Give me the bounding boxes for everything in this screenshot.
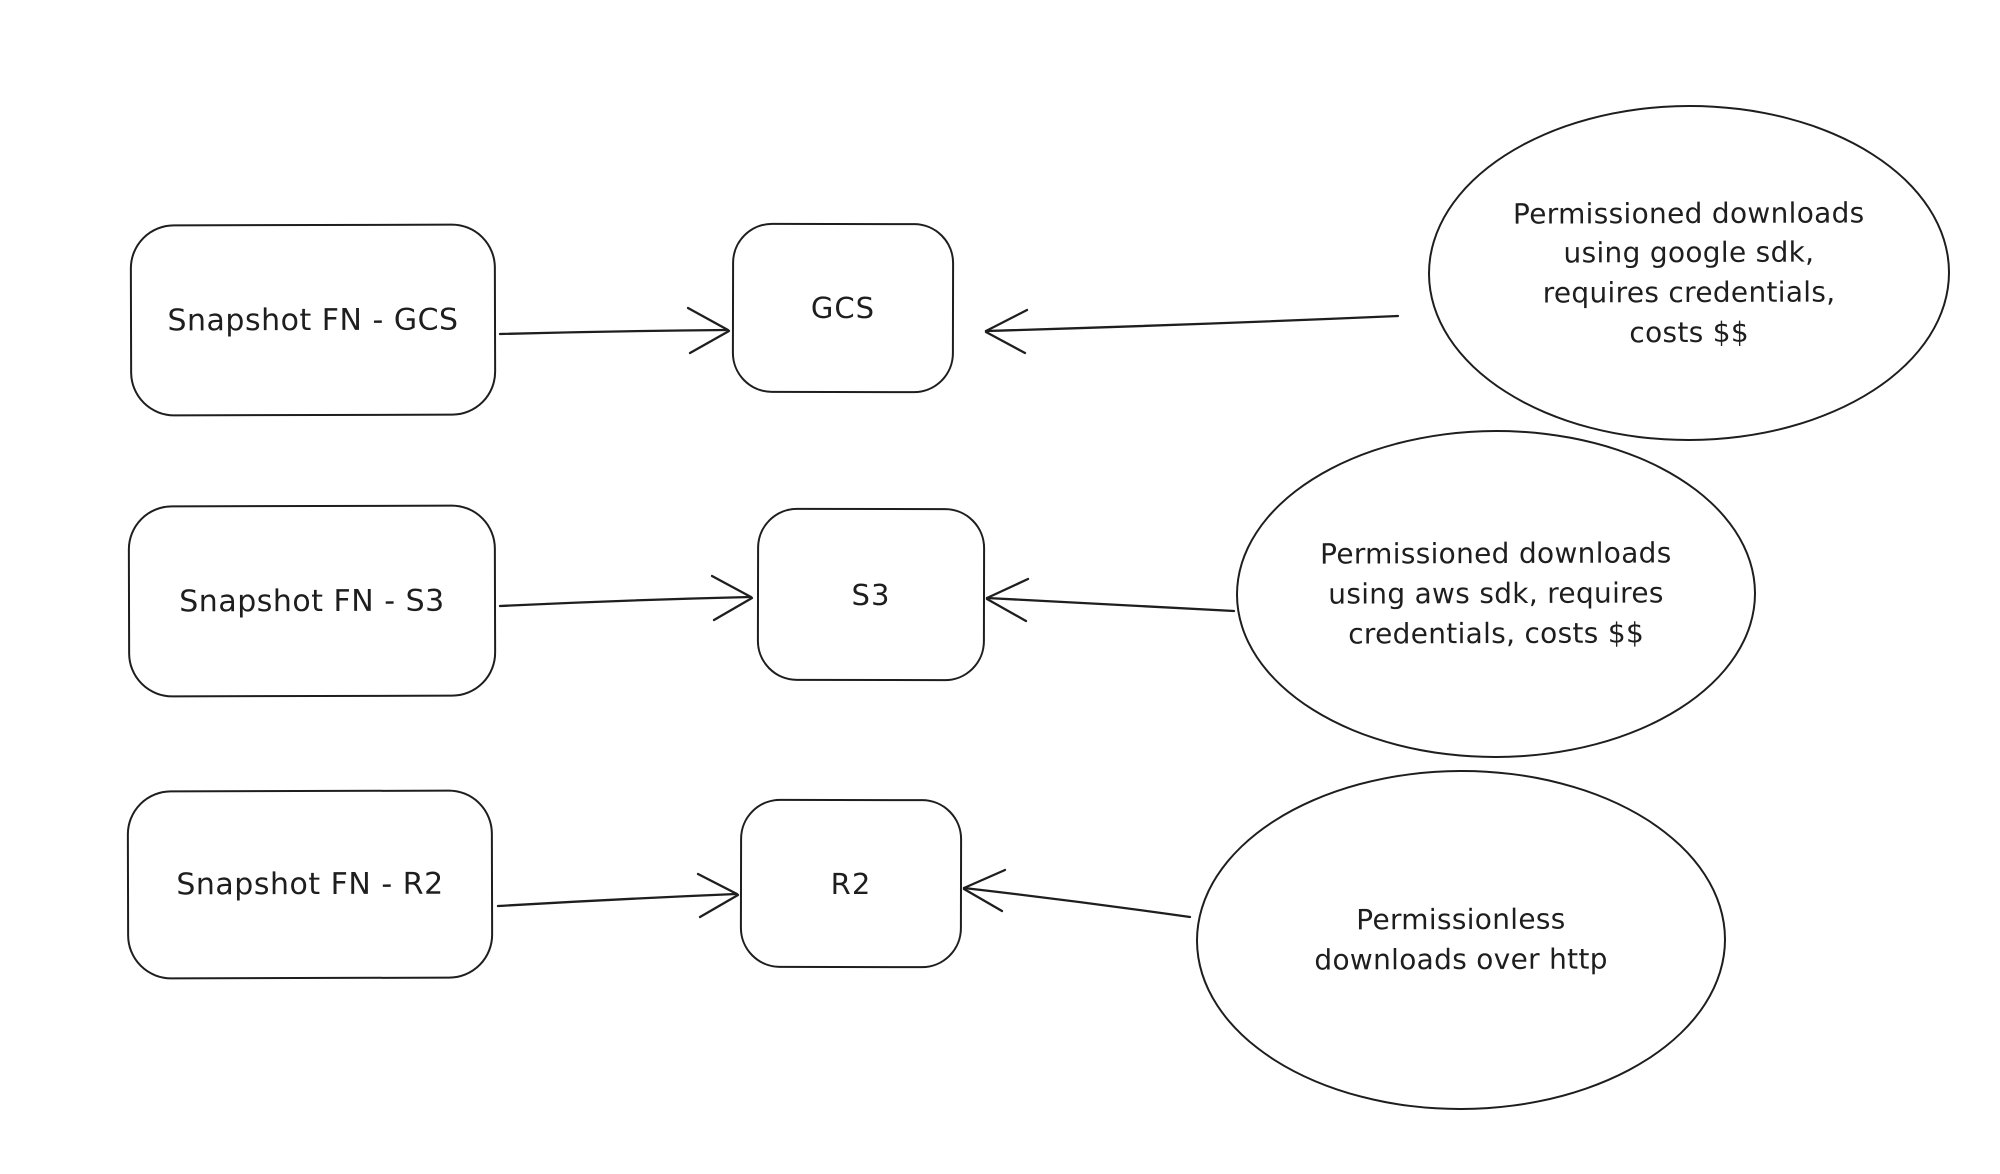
- node-r2-label: R2: [830, 866, 872, 901]
- arrow-note-s3-to-s3: [985, 577, 1236, 623]
- node-r2: R2: [739, 798, 963, 969]
- note-ellipse-gcs-label: Permissioned downloads using google sdk,…: [1512, 195, 1865, 349]
- node-gcs: GCS: [731, 222, 955, 394]
- node-s3: S3: [756, 507, 986, 682]
- note-ellipse-r2: Permissionless downloads over http: [1195, 769, 1727, 1111]
- arrow-snapshot-gcs-to-gcs: [498, 306, 731, 355]
- node-snapshot-fn-r2-label: Snapshot FN - R2: [176, 866, 444, 903]
- node-snapshot-fn-s3-label: Snapshot FN - S3: [179, 583, 445, 619]
- node-snapshot-fn-gcs: Snapshot FN - GCS: [129, 223, 497, 417]
- note-ellipse-r2-label: Permissionless downloads over http: [1314, 902, 1608, 977]
- node-s3-label: S3: [851, 577, 891, 612]
- arrow-note-r2-to-r2: [962, 868, 1192, 919]
- node-gcs-label: GCS: [810, 290, 876, 326]
- note-ellipse-s3-label: Permissioned downloads using aws sdk, re…: [1320, 536, 1672, 651]
- arrow-note-gcs-to-gcs: [984, 308, 1400, 355]
- node-snapshot-fn-r2: Snapshot FN - R2: [126, 789, 494, 980]
- note-ellipse-s3: Permissioned downloads using aws sdk, re…: [1235, 429, 1757, 759]
- arrow-snapshot-r2-to-r2: [496, 872, 740, 919]
- arrow-snapshot-s3-to-s3: [498, 574, 754, 622]
- node-snapshot-fn-gcs-label: Snapshot FN - GCS: [167, 302, 459, 338]
- node-snapshot-fn-s3: Snapshot FN - S3: [127, 504, 497, 698]
- note-ellipse-gcs: Permissioned downloads using google sdk,…: [1427, 104, 1951, 442]
